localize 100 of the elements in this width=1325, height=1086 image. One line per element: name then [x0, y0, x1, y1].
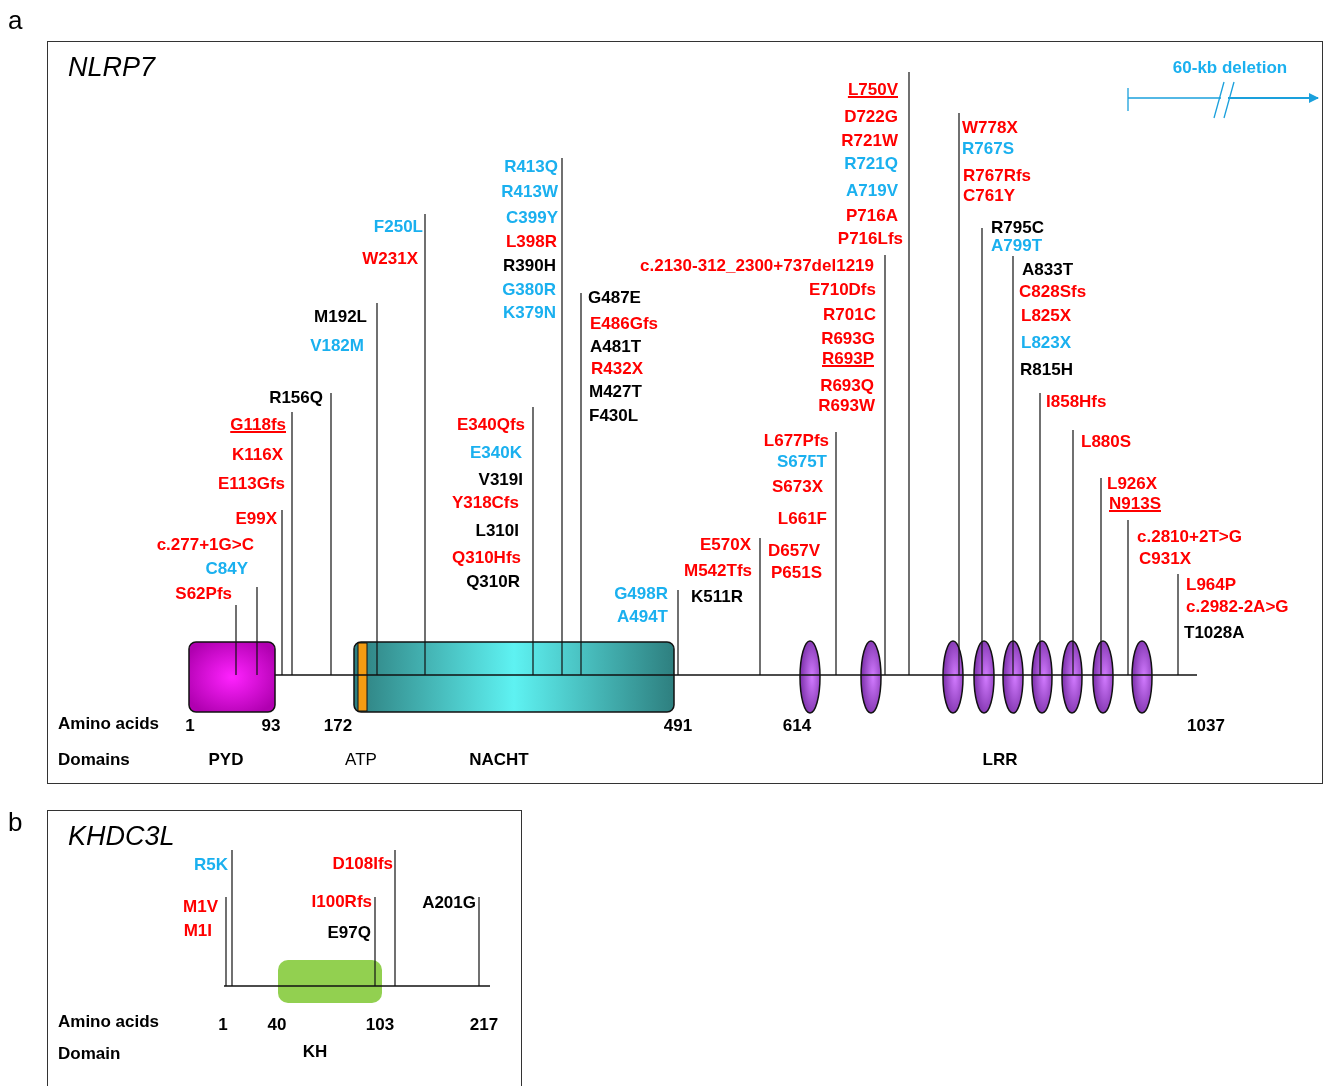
axis-label: Domain: [58, 1044, 121, 1064]
mutation-label: E97Q: [327, 923, 371, 943]
domain-box: [353, 641, 675, 713]
mutation-label: S62Pfs: [175, 584, 232, 604]
deletion-label: 60-kb deletion: [1172, 58, 1288, 78]
gene-name: NLRP7: [68, 52, 156, 82]
repeat-oval: [1031, 640, 1053, 714]
mutation-label: E486Gfs: [590, 314, 659, 334]
domain-label: PYD: [208, 750, 244, 770]
mutation-label: R693W: [818, 396, 875, 416]
mutation-label: L750V: [847, 80, 898, 100]
mutation-label: L677Pfs: [763, 431, 829, 451]
mutation-label: K116X: [231, 445, 283, 465]
mutation-label: Q310Hfs: [452, 548, 521, 568]
axis-label: Amino acids: [58, 714, 160, 734]
mutation-label: W778X: [962, 118, 1018, 138]
mutation-label: A833T: [1022, 260, 1074, 280]
mutation-label: V182M: [310, 336, 364, 356]
mutation-label: D722G: [844, 107, 898, 127]
mutation-label: C828Sfs: [1019, 282, 1087, 302]
mutation-label: G498R: [614, 584, 668, 604]
panel-frame: [47, 810, 522, 1086]
mutation-label: L964P: [1186, 575, 1237, 595]
mutation-label: W231X: [362, 249, 418, 269]
mutation-label: L880S: [1081, 432, 1132, 452]
repeat-oval: [1061, 640, 1083, 714]
mutation-label: P651S: [771, 563, 823, 583]
domain-label: NACHT: [469, 750, 529, 770]
mutation-label: M1I: [183, 921, 212, 941]
mutation-label: K511R: [691, 587, 743, 607]
mutation-label: E113Gfs: [217, 474, 285, 494]
mutation-label: L310I: [475, 521, 519, 541]
mutation-label: I100Rfs: [311, 892, 372, 912]
mutation-label: R721Q: [844, 154, 898, 174]
position-number: 1: [218, 1015, 228, 1035]
mutation-label: R413W: [501, 182, 558, 202]
mutation-label: R693P: [822, 349, 874, 369]
mutation-label: R767Rfs: [963, 166, 1032, 186]
domain-box: [188, 641, 276, 713]
mutation-label: A201G: [422, 893, 476, 913]
mutation-label: D657V: [768, 541, 820, 561]
mutation-label: T1028A: [1184, 623, 1245, 643]
repeat-oval: [1002, 640, 1024, 714]
mutation-label: R156Q: [269, 388, 323, 408]
domain-box: [277, 959, 383, 1004]
axis-label: Domains: [58, 750, 130, 770]
mutation-label: A799T: [991, 236, 1043, 256]
mutation-label: c.2130-312_2300+737del1219: [640, 256, 874, 276]
repeat-oval: [973, 640, 995, 714]
repeat-oval: [799, 640, 821, 714]
mutation-label: V319I: [478, 470, 523, 490]
position-number: 93: [261, 716, 281, 736]
mutation-label: A719V: [846, 181, 898, 201]
mutation-label: L661F: [777, 509, 827, 529]
mutation-label: F250L: [373, 217, 423, 237]
mutation-label: c.2810+2T>G: [1137, 527, 1242, 547]
repeat-oval: [860, 640, 882, 714]
mutation-label: N913S: [1109, 494, 1161, 514]
mutation-label: M427T: [589, 382, 642, 402]
mutation-label: R815H: [1020, 360, 1073, 380]
mutation-label: Y318Cfs: [451, 493, 519, 513]
mutation-label: E340K: [470, 443, 522, 463]
mutation-label: G118fs: [230, 415, 286, 435]
mutation-label: R721W: [841, 131, 898, 151]
panel-letter: b: [8, 808, 23, 836]
mutation-label: R795C: [991, 218, 1044, 238]
mutation-label: P716A: [846, 206, 898, 226]
domain-label: KH: [302, 1042, 328, 1062]
position-number: 1037: [1187, 716, 1225, 736]
repeat-oval: [1092, 640, 1114, 714]
position-number: 40: [267, 1015, 287, 1035]
mutation-label: R767S: [962, 139, 1014, 159]
position-number: 172: [323, 716, 353, 736]
mutation-label: c.2982-2A>G: [1186, 597, 1289, 617]
position-number: 103: [365, 1015, 395, 1035]
mutation-label: A494T: [616, 607, 668, 627]
mutation-label: F430L: [589, 406, 639, 426]
mutation-label: L823X: [1021, 333, 1072, 353]
mutation-label: E710Dfs: [808, 280, 876, 300]
mutation-label: c.277+1G>C: [156, 535, 254, 555]
mutation-label: M542Tfs: [683, 561, 752, 581]
panel-letter: a: [8, 6, 23, 34]
mutation-label: L825X: [1021, 306, 1072, 326]
mutation-label: A481T: [590, 337, 642, 357]
mutation-label: P716Lfs: [837, 229, 903, 249]
mutation-label: R693G: [821, 329, 875, 349]
repeat-oval: [1131, 640, 1153, 714]
position-number: 491: [663, 716, 693, 736]
mutation-label: L926X: [1107, 474, 1158, 494]
mutation-label: S675T: [776, 452, 827, 472]
mutation-label: L398R: [505, 232, 557, 252]
axis-label: Amino acids: [58, 1012, 160, 1032]
mutation-label: R5K: [194, 855, 228, 875]
mutation-label: E340Qfs: [456, 415, 525, 435]
domain-label: ATP: [345, 750, 377, 770]
mutation-label: E570X: [699, 535, 751, 555]
position-number: 1: [185, 716, 195, 736]
repeat-oval: [942, 640, 964, 714]
mutation-label: R693Q: [820, 376, 874, 396]
mutation-label: S673X: [771, 477, 823, 497]
